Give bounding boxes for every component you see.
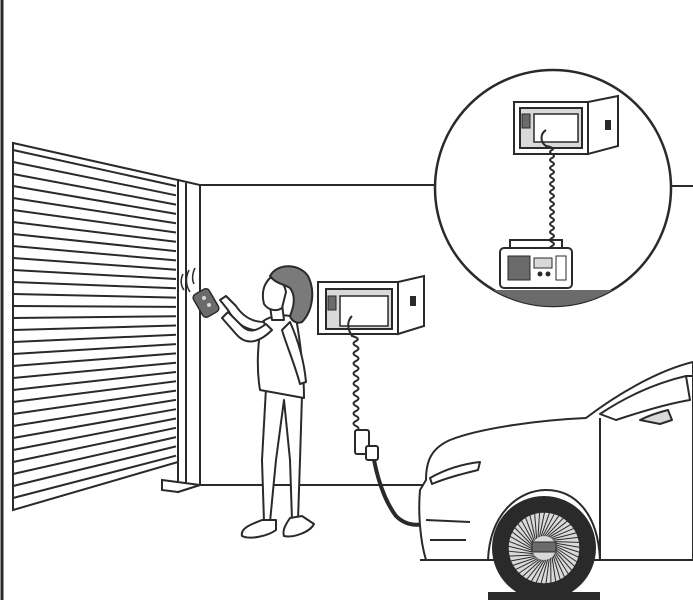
inset-charging-cable-icon [540, 129, 555, 251]
charging-cable-icon [347, 315, 425, 527]
remote-control-icon [180, 267, 220, 319]
garage-wall [200, 184, 693, 486]
person-icon [219, 265, 315, 539]
wall-box-icon [317, 274, 425, 336]
roller-shutter-door-icon [12, 141, 179, 512]
inset-wall-box-icon [513, 94, 619, 156]
magnifier-circle-icon [433, 68, 673, 308]
wheel-icon [488, 496, 600, 600]
portable-power-station-icon [499, 239, 573, 289]
